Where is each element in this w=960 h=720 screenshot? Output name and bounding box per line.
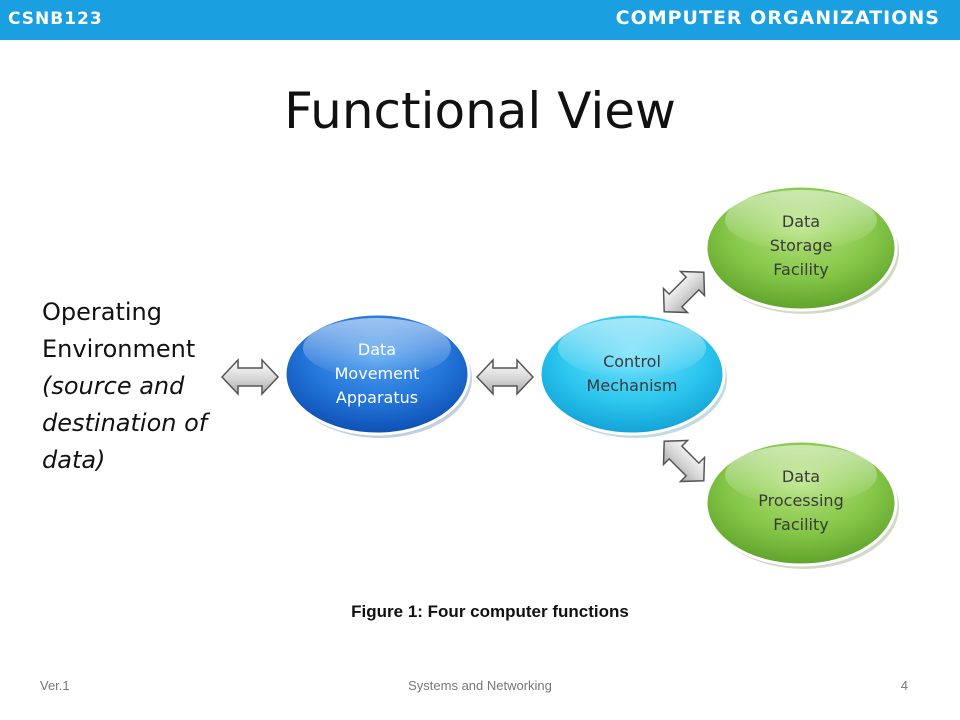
course-name: COMPUTER ORGANIZATIONS xyxy=(615,7,940,29)
data-storage-facility-node xyxy=(704,184,899,314)
movement-line-1: Data xyxy=(357,340,397,359)
data-storage-facility-label: Data Storage Facility xyxy=(721,210,881,282)
header-bar: CSNB123 COMPUTER ORGANIZATIONS xyxy=(0,0,960,40)
control-line-2: Mechanism xyxy=(586,376,678,395)
arrow-environment-to-movement xyxy=(221,359,279,395)
arrow-movement-to-control xyxy=(476,359,534,395)
arrow-control-to-processing xyxy=(651,428,717,494)
footer-center-text: Systems and Networking xyxy=(408,678,552,693)
movement-line-3: Apparatus xyxy=(335,388,419,407)
footer-page-number: 4 xyxy=(900,678,908,693)
control-mechanism-node xyxy=(538,312,727,438)
slide-title: Functional View xyxy=(284,82,676,140)
data-processing-facility-label: Data Processing Facility xyxy=(721,465,881,537)
env-line-5: data) xyxy=(42,446,106,474)
data-movement-apparatus-node xyxy=(283,312,472,438)
env-line-1: Operating xyxy=(42,298,162,326)
processing-line-1: Data xyxy=(781,467,821,486)
arrow-control-to-storage xyxy=(651,259,717,325)
storage-line-1: Data xyxy=(781,212,821,231)
movement-line-2: Movement xyxy=(334,364,420,383)
data-processing-facility-node xyxy=(704,439,899,569)
env-line-4: destination of xyxy=(42,409,208,437)
storage-line-3: Facility xyxy=(773,260,829,279)
data-movement-apparatus-label: Data Movement Apparatus xyxy=(297,338,457,410)
control-line-1: Control xyxy=(603,352,661,371)
figure-caption: Figure 1: Four computer functions xyxy=(351,602,629,621)
env-line-3: (source and xyxy=(42,372,185,400)
env-line-2: Environment xyxy=(42,335,196,363)
footer-version: Ver.1 xyxy=(40,678,70,693)
storage-line-2: Storage xyxy=(769,236,833,255)
processing-line-3: Facility xyxy=(773,515,829,534)
processing-line-2: Processing xyxy=(758,491,844,510)
operating-environment-text: Operating Environment (source and destin… xyxy=(42,294,252,479)
control-mechanism-label: Control Mechanism xyxy=(552,350,712,398)
course-code: CSNB123 xyxy=(8,9,103,29)
